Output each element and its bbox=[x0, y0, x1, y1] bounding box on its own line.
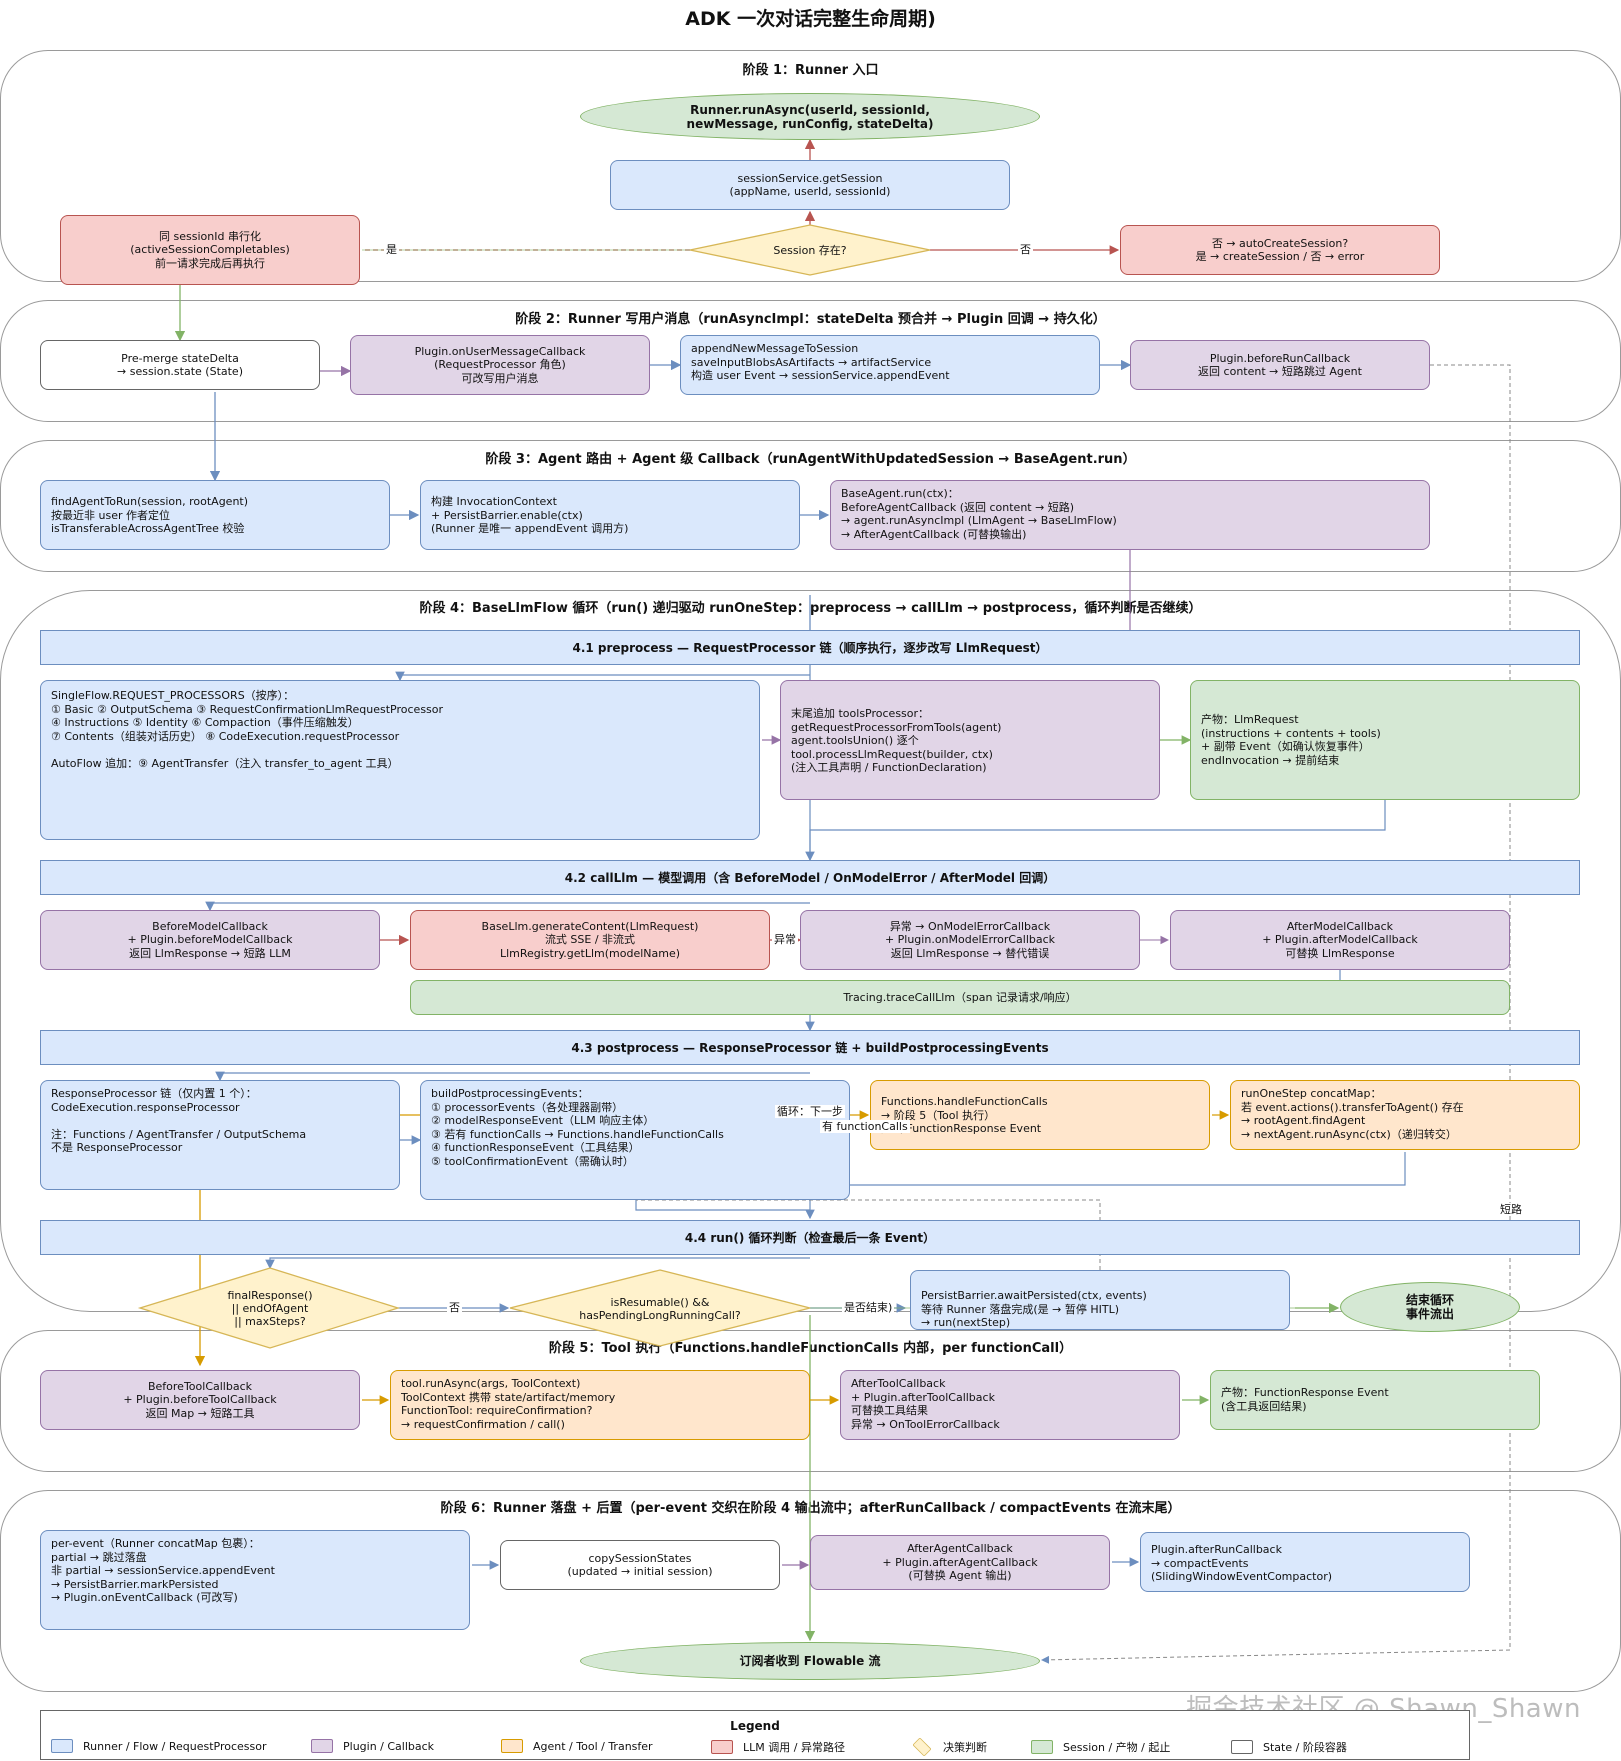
run-one-step-concat-map-node: runOneStep concatMap： 若 event.actions().… bbox=[1230, 1080, 1580, 1150]
stage-1-title: 阶段 1：Runner 入口 bbox=[742, 63, 879, 78]
build-postprocessing-events-node: buildPostprocessingEvents： ① processorEv… bbox=[420, 1080, 850, 1200]
on-model-error-callback-node: 异常 → OnModelErrorCallback + Plugin.onMod… bbox=[800, 910, 1140, 970]
before-run-callback-node: Plugin.beforeRunCallback 返回 content → 短路… bbox=[1130, 340, 1430, 390]
band-4-3-postprocess: 4.3 postprocess — ResponseProcessor 链 + … bbox=[40, 1030, 1580, 1065]
legend-swatch bbox=[51, 1739, 73, 1753]
after-tool-callback-node: AfterToolCallback + Plugin.afterToolCall… bbox=[840, 1370, 1180, 1440]
request-processors-node: SingleFlow.REQUEST_PROCESSORS（按序）： ① Bas… bbox=[40, 680, 760, 840]
legend-label: Agent / Tool / Transfer bbox=[533, 1739, 653, 1753]
legend-label: Runner / Flow / RequestProcessor bbox=[83, 1739, 267, 1753]
tools-processor-node: 末尾追加 toolsProcessor： getRequestProcessor… bbox=[780, 680, 1160, 800]
function-response-output-node: 产物：FunctionResponse Event (含工具返回结果) bbox=[1210, 1370, 1540, 1430]
diagram-title: ADK 一次对话完整生命周期) bbox=[685, 8, 936, 30]
legend-swatch bbox=[501, 1739, 523, 1753]
legend-swatch bbox=[1231, 1740, 1253, 1754]
auto-create-session-node: 否 → autoCreateSession? 是 → createSession… bbox=[1120, 225, 1440, 275]
edge-43-to-resp bbox=[215, 1071, 810, 1082]
subscriber-receives-flowable-node: 订阅者收到 Flowable 流 bbox=[580, 1642, 1040, 1680]
edge-label-loop-next: 循环：下一步 bbox=[775, 1105, 845, 1118]
runner-run-async-node: Runner.runAsync(userId, sessionId, newMe… bbox=[580, 93, 1040, 140]
after-run-callback-node: Plugin.afterRunCallback → compactEvents … bbox=[1140, 1532, 1470, 1592]
edge-concat-to-44 bbox=[805, 1152, 1406, 1220]
session-exists-decision: Session 存在? bbox=[773, 243, 847, 257]
response-processor-node: ResponseProcessor 链（仅内置 1 个）： CodeExecut… bbox=[40, 1080, 400, 1190]
edge-label-short-circuit: 短路 bbox=[1498, 1203, 1524, 1216]
stage-3-title: 阶段 3：Agent 路由 + Agent 级 Callback（runAgen… bbox=[485, 452, 1136, 467]
legend-label: Session / 产物 / 起止 bbox=[1063, 1741, 1171, 1754]
serialize-session-node: 同 sessionId 串行化 (activeSessionCompletabl… bbox=[60, 215, 360, 285]
legend-item-runner: Runner / Flow / RequestProcessor bbox=[51, 1739, 267, 1753]
after-agent-callback-node: AfterAgentCallback + Plugin.afterAgentCa… bbox=[810, 1535, 1110, 1590]
legend-item-decision: 决策判断 bbox=[911, 1737, 987, 1757]
generate-content-node: BaseLlm.generateContent(LlmRequest) 流式 S… bbox=[410, 910, 770, 970]
legend: Legend Runner / Flow / RequestProcessor … bbox=[40, 1710, 1470, 1760]
legend-item-llm: LLM 调用 / 异常路径 bbox=[711, 1739, 845, 1755]
edge-beforerun-shortcircuit bbox=[1041, 364, 1511, 1664]
band-4-4-loop-check: 4.4 run() 循环判断（检查最后一条 Event） bbox=[40, 1220, 1580, 1255]
get-session-node: sessionService.getSession (appName, user… bbox=[610, 160, 1010, 210]
is-resumable-decision: isResumable() && hasPendingLongRunningCa… bbox=[579, 1296, 741, 1322]
legend-label: State / 阶段容器 bbox=[1263, 1741, 1347, 1754]
base-agent-run-node: BaseAgent.run(ctx)： BeforeAgentCallback … bbox=[830, 480, 1430, 550]
legend-label: Plugin / Callback bbox=[343, 1739, 435, 1753]
final-response-decision: finalResponse() || endOfAgent || maxStep… bbox=[227, 1288, 313, 1328]
persist-barrier-node: PersistBarrier.awaitPersisted(ctx, event… bbox=[910, 1270, 1290, 1330]
edge-label-yes: 是 bbox=[384, 243, 399, 256]
edge-output-to-42 bbox=[805, 800, 1386, 862]
edge-label-exception: 异常 bbox=[772, 933, 798, 946]
edge-41-to-processors bbox=[395, 671, 810, 682]
before-tool-callback-node: BeforeToolCallback + Plugin.beforeToolCa… bbox=[40, 1370, 360, 1430]
edge-44-to-final bbox=[265, 1257, 810, 1270]
edge-label-yes-end: 是否结束) bbox=[842, 1301, 895, 1314]
edge-label-no: 否 bbox=[1018, 243, 1033, 256]
per-event-node: per-event（Runner concatMap 包裹）： partial … bbox=[40, 1530, 470, 1630]
legend-swatch bbox=[912, 1737, 932, 1757]
legend-item-state: State / 阶段容器 bbox=[1231, 1739, 1347, 1755]
edge-label-no-2: 否 bbox=[447, 1301, 462, 1314]
stage-2-title: 阶段 2：Runner 写用户消息（runAsyncImpl：stateDelt… bbox=[515, 312, 1106, 327]
copy-session-states-node: copySessionStates (updated → initial ses… bbox=[500, 1540, 780, 1590]
end-loop-node: 结束循环 事件流出 bbox=[1340, 1282, 1520, 1332]
after-model-callback-node: AfterModelCallback + Plugin.afterModelCa… bbox=[1170, 910, 1510, 970]
tool-run-async-node: tool.runAsync(args, ToolContext) ToolCon… bbox=[390, 1370, 810, 1440]
append-new-message-node: appendNewMessageToSession saveInputBlobs… bbox=[680, 335, 1100, 395]
legend-label: 决策判断 bbox=[943, 1741, 987, 1754]
band-4-1-preprocess: 4.1 preprocess — RequestProcessor 链（顺序执行… bbox=[40, 630, 1580, 665]
legend-item-agent: Agent / Tool / Transfer bbox=[501, 1739, 653, 1753]
llm-request-output-node: 产物：LlmRequest (instructions + contents +… bbox=[1190, 680, 1580, 800]
on-user-message-callback-node: Plugin.onUserMessageCallback (RequestPro… bbox=[350, 335, 650, 395]
legend-swatch bbox=[311, 1739, 333, 1753]
edge-label-has-function-calls: 有 functionCalls bbox=[820, 1120, 910, 1133]
legend-label: LLM 调用 / 异常路径 bbox=[743, 1741, 845, 1754]
legend-item-plugin: Plugin / Callback bbox=[311, 1739, 434, 1753]
tracing-node: Tracing.traceCallLlm（span 记录请求/响应） bbox=[410, 980, 1510, 1015]
find-agent-to-run-node: findAgentToRun(session, rootAgent) 按最近非 … bbox=[40, 480, 390, 550]
legend-swatch bbox=[1031, 1740, 1053, 1754]
band-4-2-call-llm: 4.2 callLlm — 模型调用（含 BeforeModel / OnMod… bbox=[40, 860, 1580, 895]
legend-item-session: Session / 产物 / 起止 bbox=[1031, 1739, 1170, 1755]
invocation-context-node: 构建 InvocationContext + PersistBarrier.en… bbox=[420, 480, 800, 550]
legend-swatch bbox=[711, 1740, 733, 1754]
before-model-callback-node: BeforeModelCallback + Plugin.beforeModel… bbox=[40, 910, 380, 970]
edge-42-to-before-model bbox=[205, 901, 810, 912]
legend-title: Legend bbox=[730, 1719, 780, 1733]
handle-function-calls-node: Functions.handleFunctionCalls → 阶段 5（Too… bbox=[870, 1080, 1210, 1150]
premerge-state-delta-node: Pre-merge stateDelta → session.state (St… bbox=[40, 340, 320, 390]
